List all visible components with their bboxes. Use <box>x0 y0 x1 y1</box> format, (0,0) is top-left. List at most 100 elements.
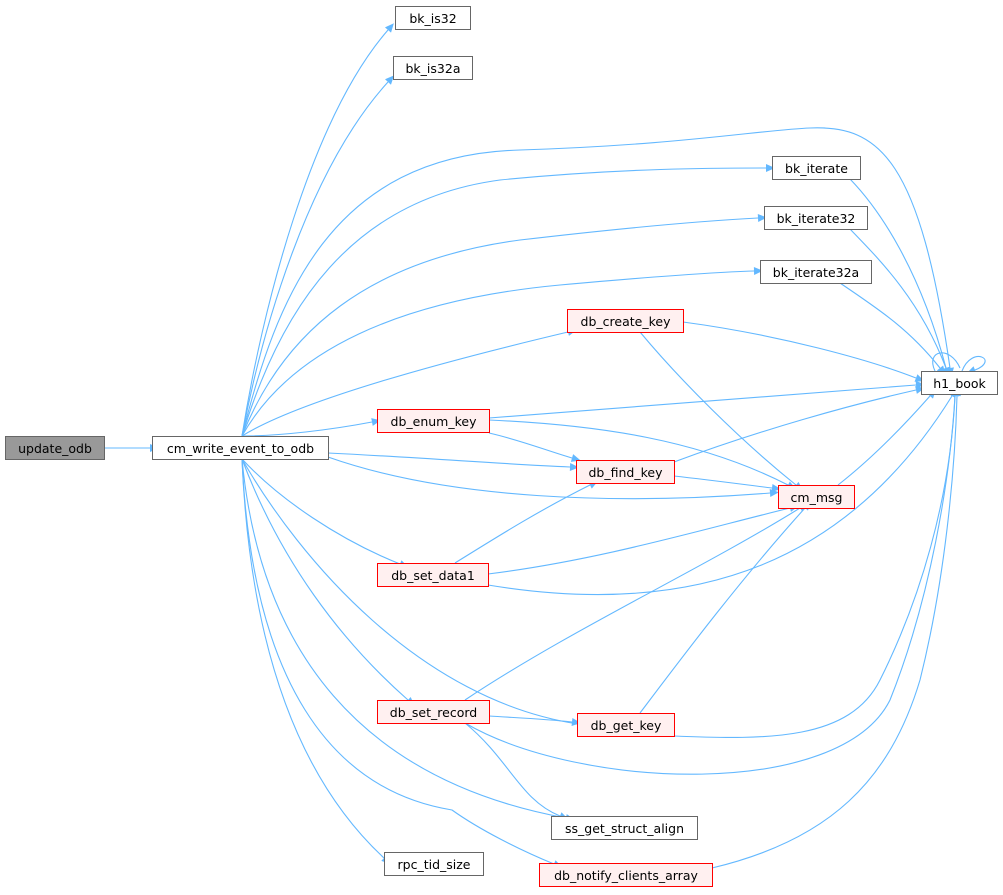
edge-line <box>241 167 767 437</box>
arrowhead-icon <box>753 267 763 275</box>
edge-line <box>682 321 917 379</box>
node-cm-msg[interactable]: cm_msg <box>778 485 855 509</box>
edge-line <box>488 715 573 723</box>
node-update-odb[interactable]: update_odb <box>5 436 105 460</box>
edge-cm_write_event_to_odb-to-cm_msg <box>327 456 779 500</box>
node-db-create-key[interactable]: db_create_key <box>567 309 684 333</box>
node-bk-iterate[interactable]: bk_iterate <box>772 156 861 180</box>
edge-db_find_key-to-h1_book <box>673 386 925 463</box>
node-db-set-record[interactable]: db_set_record <box>377 700 490 724</box>
edge-db_set_record-to-db_get_key <box>488 715 581 726</box>
edge-db_create_key-to-h1_book <box>682 321 925 382</box>
edge-line <box>673 475 773 489</box>
edge-line <box>241 331 569 437</box>
edge-line <box>464 722 561 817</box>
arrowhead-icon <box>571 718 581 726</box>
node-label: bk_iterate32a <box>773 265 859 280</box>
node-box <box>778 485 855 509</box>
edge-line <box>673 389 917 463</box>
node-label: h1_book <box>933 376 986 391</box>
edge-line <box>241 458 579 725</box>
node-bk-is32[interactable]: bk_is32 <box>395 6 471 30</box>
edge-cm_write_event_to_odb-to-bk_is32a <box>241 75 395 437</box>
node-ss-get-struct-align[interactable]: ss_get_struct_align <box>551 816 698 840</box>
node-box <box>384 852 484 876</box>
node-rpc-tid-size[interactable]: rpc_tid_size <box>384 852 484 876</box>
edge-line <box>464 507 801 701</box>
node-box <box>152 436 329 460</box>
node-box <box>567 309 684 333</box>
node-box <box>393 56 473 80</box>
edge-cm_write_event_to_odb-to-db_find_key <box>327 452 579 471</box>
node-cm-write-event-to-odb[interactable]: cm_write_event_to_odb <box>152 436 329 460</box>
node-db-set-data1[interactable]: db_set_data1 <box>377 563 489 587</box>
arrowhead-icon <box>771 484 781 492</box>
edge-line <box>711 395 958 869</box>
node-db-find-key[interactable]: db_find_key <box>576 460 675 484</box>
node-label: bk_iterate32 <box>777 211 856 226</box>
arrowhead-icon <box>384 23 394 33</box>
edge-cm_msg-to-h1_book <box>837 389 936 486</box>
node-label: db_find_key <box>589 465 664 480</box>
edge-line <box>327 452 571 468</box>
node-db-notify-clients-array[interactable]: db_notify_clients_array <box>539 863 713 887</box>
edge-line <box>241 81 389 437</box>
edge-cm_write_event_to_odb-to-db_get_key <box>241 458 587 728</box>
node-box <box>764 206 868 230</box>
node-label: db_notify_clients_array <box>554 868 698 883</box>
node-label: update_odb <box>18 441 92 456</box>
node-label: bk_is32a <box>406 61 461 76</box>
edge-line <box>327 456 771 500</box>
arrowhead-icon <box>570 454 581 462</box>
nodes-layer: update_odb cm_write_event_to_odb bk_is32bk… <box>5 6 998 887</box>
edge-line <box>488 419 789 486</box>
node-db-enum-key[interactable]: db_enum_key <box>377 409 490 433</box>
edge-db_set_record-to-ss_get_struct_align <box>464 722 569 820</box>
node-box <box>395 6 471 30</box>
edge-line <box>673 395 956 739</box>
edge-line <box>241 421 373 437</box>
edge-line <box>839 282 941 369</box>
node-label: db_set_data1 <box>391 568 475 583</box>
edge-cm_write_event_to_odb-to-bk_iterate32a <box>241 267 763 437</box>
node-box <box>5 436 105 460</box>
edge-cm_write_event_to_odb-to-bk_is32 <box>241 23 394 437</box>
edge-line <box>849 228 947 369</box>
edge-line <box>488 432 573 459</box>
node-box <box>551 816 698 840</box>
edge-line <box>241 270 755 437</box>
node-bk-is32a[interactable]: bk_is32a <box>393 56 473 80</box>
edge-line <box>241 29 389 437</box>
edge-line <box>487 395 953 596</box>
node-label: db_get_key <box>591 718 662 733</box>
edge-db_get_key-to-cm_msg <box>639 501 812 714</box>
node-label: db_enum_key <box>391 414 478 429</box>
edge-db_set_data1-to-db_find_key <box>454 480 599 564</box>
edge-line <box>488 384 917 419</box>
edge-db_find_key-to-cm_msg <box>673 475 781 492</box>
edge-db_enum_key-to-db_find_key <box>488 432 581 462</box>
edge-line <box>837 395 931 486</box>
edge-cm_write_event_to_odb-to-ss_get_struct_align <box>241 458 575 822</box>
node-db-get-key[interactable]: db_get_key <box>577 713 675 737</box>
node-bk-iterate32[interactable]: bk_iterate32 <box>764 206 868 230</box>
arrowhead-icon <box>385 75 395 85</box>
node-box <box>576 460 675 484</box>
node-bk-iterate32a[interactable]: bk_iterate32a <box>760 260 872 284</box>
edge-line <box>487 507 791 575</box>
edge-cm_write_event_to_odb-to-db_set_data1 <box>241 458 409 568</box>
edge-update_odb-to-cm_write_event_to_odb <box>104 444 159 452</box>
edge-line <box>241 458 555 865</box>
edge-cm_write_event_to_odb-to-db_enum_key <box>241 418 381 437</box>
edge-cm_write_event_to_odb-to-bk_iterate32 <box>241 214 767 437</box>
node-box <box>377 700 490 724</box>
node-box <box>539 863 713 887</box>
edge-line <box>241 458 385 859</box>
node-h1-book[interactable]: h1_book <box>921 371 998 395</box>
edge-db_get_key-to-h1_book <box>673 387 959 739</box>
node-box <box>772 156 861 180</box>
node-label: db_create_key <box>581 314 672 329</box>
edge-db_notify_clients_array-to-h1_book <box>711 387 961 869</box>
arrowhead-icon <box>757 214 767 222</box>
node-label: ss_get_struct_align <box>565 821 684 836</box>
